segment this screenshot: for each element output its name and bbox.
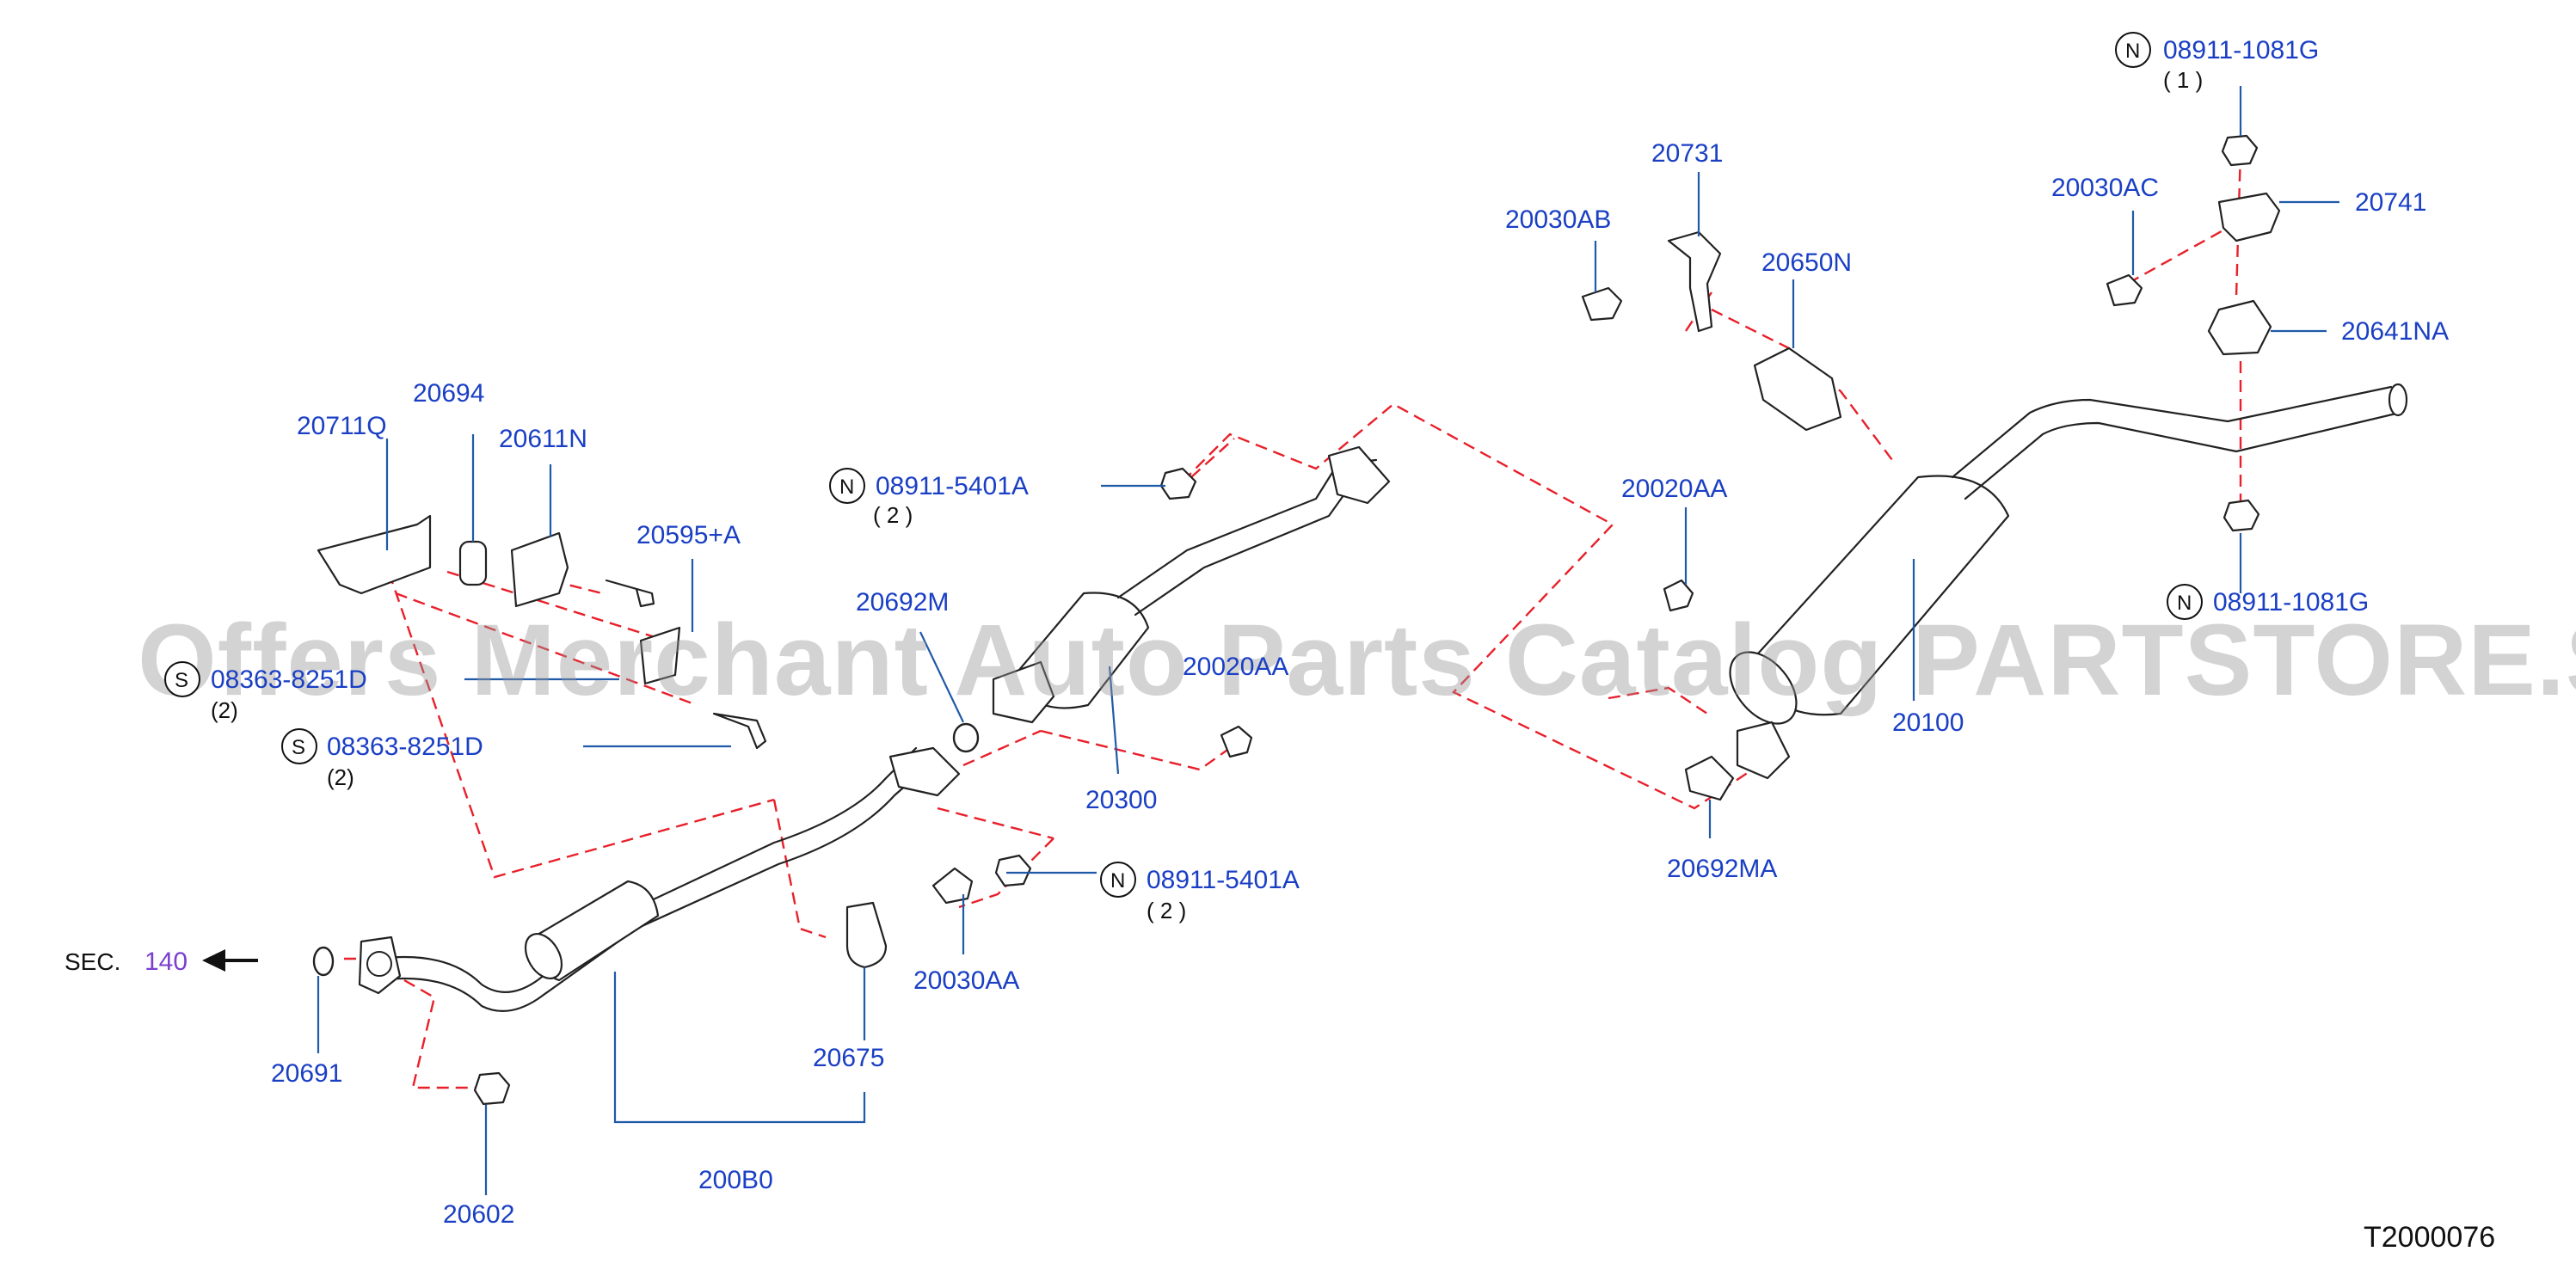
qty-s2: (2): [327, 764, 354, 790]
label-20030AA[interactable]: 20030AA: [913, 966, 1019, 995]
flange-20611N-shape: [510, 531, 569, 608]
section-prefix: SEC.: [65, 948, 120, 975]
callout-n1[interactable]: N 08911-5401A ( 2 ): [829, 468, 1029, 528]
label-20020AA-b[interactable]: 20020AA: [1621, 475, 1727, 503]
bolt-20020AA-b-shape: [1663, 579, 1694, 612]
gasket-20694-shape: [458, 540, 488, 586]
callout-s2[interactable]: S 08363-8251D (2): [281, 728, 483, 790]
section-arrow-icon: [202, 949, 258, 972]
label-20650N[interactable]: 20650N: [1761, 248, 1852, 277]
label-n4[interactable]: 08911-1081G: [2213, 588, 2369, 617]
pre-muffler-end: [524, 933, 563, 979]
bolt-lower-shape: [712, 712, 767, 750]
qty-n2: ( 2 ): [1147, 898, 1186, 923]
label-200B0[interactable]: 200B0: [698, 1166, 773, 1194]
front-pipe-200B0-shape: [377, 746, 918, 993]
watermark-text: Offers Merchant Auto Parts Catalog PARTS…: [138, 604, 2576, 717]
label-20030AC[interactable]: 20030AC: [2051, 174, 2159, 202]
label-20731[interactable]: 20731: [1651, 139, 1723, 168]
label-s2[interactable]: 08363-8251D: [327, 733, 483, 761]
bracket-20595A-shape: [639, 626, 681, 685]
ring-20692M-shape: [952, 722, 980, 753]
symbol-s1: S: [175, 669, 188, 692]
nut-top-shape: [2221, 134, 2259, 167]
label-20691[interactable]: 20691: [271, 1059, 342, 1088]
label-20300[interactable]: 20300: [1085, 786, 1157, 814]
nut-right-shape: [2222, 499, 2260, 532]
nut-lower-shape: [994, 854, 1032, 887]
label-20692M[interactable]: 20692M: [856, 588, 949, 617]
symbol-s2: S: [292, 736, 305, 759]
bolt-20030AC-shape: [2106, 273, 2143, 307]
gasket-20692MA-shape: [1684, 755, 1735, 801]
catalyst-rear-flange: [1327, 445, 1391, 505]
label-20611N[interactable]: 20611N: [499, 425, 587, 453]
symbol-n4: N: [2177, 592, 2192, 615]
leader-lines: [317, 86, 2339, 1195]
muffler-tail-flange: [1736, 721, 1791, 780]
muffler-20100-end: [1729, 651, 1798, 725]
bracket-20711Q-shape: [317, 514, 432, 595]
tail-pipe-end: [2388, 383, 2408, 417]
ring-20691-shape: [312, 946, 335, 977]
callout-n2[interactable]: N 08911-5401A ( 2 ): [1100, 862, 1300, 923]
bracket-20741-shape: [2217, 192, 2281, 242]
label-20602[interactable]: 20602: [443, 1200, 514, 1229]
label-n2[interactable]: 08911-5401A: [1147, 866, 1300, 894]
label-20641NA[interactable]: 20641NA: [2341, 317, 2449, 346]
label-20020AA-a[interactable]: 20020AA: [1183, 653, 1288, 681]
bolt-20030AA-shape: [931, 867, 974, 905]
mount-20650N-shape: [1753, 347, 1842, 432]
section-number[interactable]: 140: [144, 948, 188, 976]
part-drawings: [312, 134, 2408, 1106]
bracket-20731-shape: [1667, 230, 1722, 333]
label-20100[interactable]: 20100: [1892, 709, 1964, 737]
catalyst-front-flange: [992, 660, 1055, 724]
part-labels: 20711Q 20694 20611N 20595+A S 08363-8251…: [164, 32, 2449, 1229]
bolt-20595-shape: [605, 579, 655, 608]
section-reference[interactable]: SEC. 140: [65, 948, 258, 976]
nut-20602-shape: [473, 1071, 511, 1106]
label-20595A[interactable]: 20595+A: [636, 521, 741, 549]
callout-s1[interactable]: S 08363-8251D (2): [164, 661, 367, 723]
label-n1[interactable]: 08911-5401A: [876, 472, 1029, 500]
qty-n3: ( 1 ): [2163, 67, 2203, 93]
label-s1[interactable]: 08363-8251D: [211, 666, 367, 694]
qty-s1: (2): [211, 697, 238, 723]
label-20030AB[interactable]: 20030AB: [1505, 206, 1611, 234]
label-20675[interactable]: 20675: [813, 1044, 884, 1072]
rubber-mount-20641NA-shape: [2207, 299, 2272, 356]
symbol-n3: N: [2125, 40, 2140, 63]
symbol-n1: N: [839, 475, 854, 499]
diagram-reference-code: T2000076: [2364, 1221, 2495, 1254]
front-pipe-200B0-shape-b: [377, 764, 931, 1012]
label-n3[interactable]: 08911-1081G: [2163, 36, 2319, 64]
callout-n4[interactable]: N 08911-1081G: [2167, 584, 2369, 620]
qty-n1: ( 2 ): [873, 502, 913, 528]
front-flange-shape: [358, 936, 402, 995]
label-20692MA[interactable]: 20692MA: [1667, 855, 1777, 883]
bolt-20020AA-a-shape: [1220, 725, 1253, 758]
symbol-n2: N: [1110, 869, 1125, 893]
tail-pipe-shape: [1951, 385, 2393, 479]
label-20694[interactable]: 20694: [413, 379, 484, 408]
tail-pipe-shape-b: [1964, 411, 2401, 500]
callout-n3[interactable]: N 08911-1081G ( 1 ): [2115, 32, 2319, 93]
mid-flange-shape: [888, 746, 961, 797]
bolt-20030AB-shape: [1581, 286, 1623, 322]
hanger-20675-shape: [845, 901, 888, 969]
label-20711Q[interactable]: 20711Q: [297, 412, 387, 440]
assembly-dashed-lines: [344, 150, 2242, 1089]
label-20741[interactable]: 20741: [2355, 188, 2426, 217]
front-flange-hole: [366, 951, 392, 977]
